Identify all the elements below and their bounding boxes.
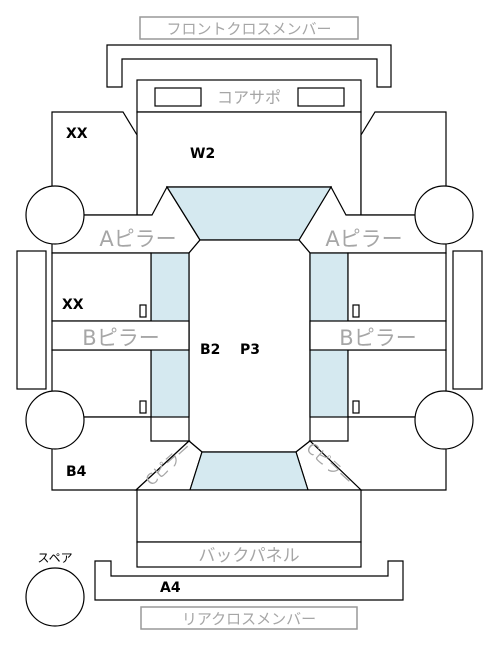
left-front-door-mark: XX [62,297,84,313]
right-front-door[interactable] [347,252,447,322]
front-left-wheel[interactable] [25,185,85,245]
core-support-label: コアサポ [217,88,281,107]
front-right-wheel[interactable] [414,185,474,245]
front-cross-member-label: フロントクロスメンバー [166,20,331,38]
right-rear-door-handle [352,400,360,414]
back-panel-label: バックパネル [198,546,299,566]
rear-cross-member-box[interactable] [140,606,358,630]
roof-right-mark: P3 [240,342,260,358]
front-cross-member-box[interactable] [139,16,359,40]
a-pillar-left-label: Aピラー [99,227,176,251]
b-pillar-left[interactable] [51,320,190,351]
b-pillar-left-label: Bピラー [82,326,159,350]
left-front-door-handle [139,304,147,318]
rear-bumper-mark: A4 [160,580,181,596]
b-pillar-right[interactable] [309,320,447,351]
rear-window[interactable] [189,451,309,491]
hood-mark: W2 [190,146,215,162]
left-headlight[interactable] [154,87,202,107]
right-headlight[interactable] [297,87,345,107]
right-rocker-panel[interactable] [452,250,483,390]
front-left-fender-mark: XX [66,126,88,142]
rear-right-wheel[interactable] [414,390,474,450]
front-bumper[interactable] [106,44,392,88]
rear-bumper[interactable] [94,560,404,601]
left-rocker-panel[interactable] [16,250,47,390]
spare-tire[interactable] [25,567,85,627]
rear-cross-member-label: リアクロスメンバー [182,610,316,628]
a-pillar-right-label: Aピラー [325,227,402,251]
b-pillar-right-label: Bピラー [339,326,416,350]
roof-left-mark: B2 [200,342,220,358]
left-front-door[interactable] [51,252,152,322]
left-rear-quarter-mark: B4 [66,464,87,480]
spare-label: スペア [37,551,72,565]
right-front-door-handle [352,304,360,318]
left-rear-door-handle [139,400,147,414]
rear-left-wheel[interactable] [25,390,85,450]
back-panel[interactable] [136,541,362,568]
trunk[interactable] [136,489,362,543]
